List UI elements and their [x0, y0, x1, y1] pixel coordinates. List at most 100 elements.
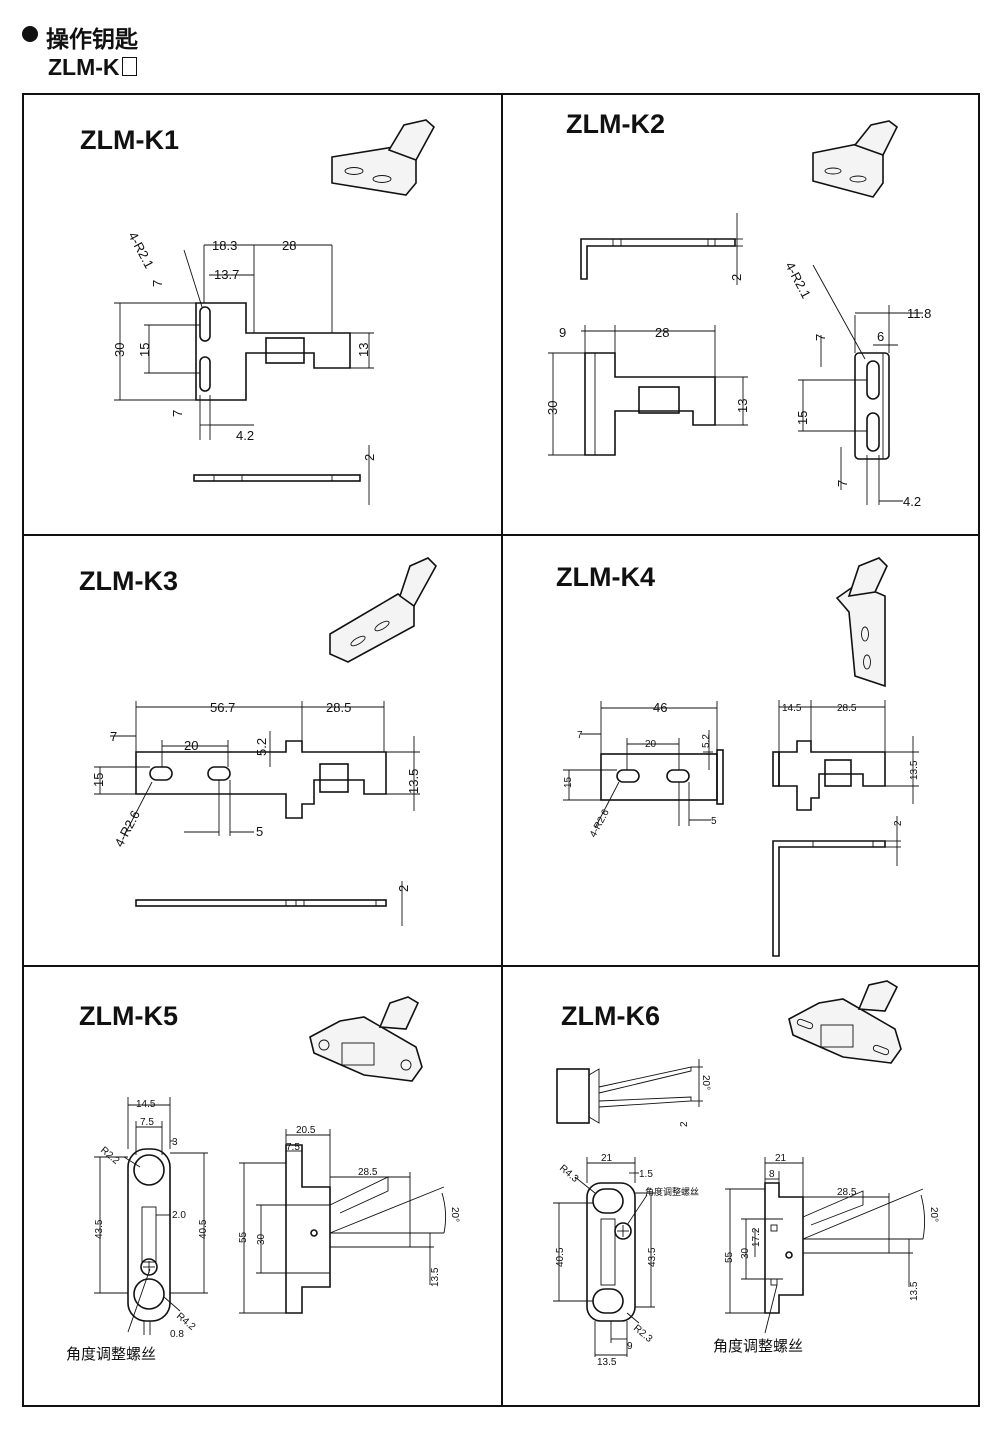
dim-label: 7.5	[286, 1142, 300, 1153]
dim-label: 28	[655, 325, 669, 340]
note-label: 角度调整螺丝	[713, 1337, 803, 1355]
front-view: 46 7 20 5.2 15 4-R2.6 5	[563, 700, 724, 839]
dim-label: 55	[724, 1251, 735, 1263]
dim-label: R2.3	[631, 1323, 655, 1345]
dim-label: 1.5	[639, 1169, 653, 1180]
cell-title: ZLM-K2	[566, 109, 665, 139]
dim-label: 20°	[700, 1075, 711, 1090]
dim-label: 21	[601, 1153, 613, 1164]
grid-divider-row2	[22, 965, 980, 967]
dim-label: 13.5	[909, 1281, 920, 1301]
cell-title: ZLM-K3	[79, 566, 178, 596]
drawing-zlm-k4: 46 7 20 5.2 15 4-R2.6 5 14.5 28.5 13.5	[563, 557, 920, 957]
iso-view	[835, 557, 888, 688]
dim-label: 5.2	[701, 734, 712, 748]
dim-label: 20.5	[296, 1125, 316, 1136]
side-view: 14.5 28.5 13.5	[772, 700, 920, 811]
dim-label: 13	[735, 399, 750, 413]
dim-label: 7.5	[140, 1117, 154, 1128]
dim-label: 4-R2.6	[588, 807, 612, 839]
dim-label: 7	[835, 480, 850, 487]
dim-label: 21	[775, 1153, 787, 1164]
cell-zlm-k1: ZLM-K1	[24, 95, 502, 534]
iso-view	[812, 120, 899, 198]
dim-label: 4-R2.6	[111, 808, 143, 850]
dim-label: 14.5	[782, 703, 802, 714]
dim-label: R4.3	[557, 1163, 581, 1185]
cell-zlm-k3: ZLM-K3	[24, 536, 502, 965]
dim-label: 13.5	[406, 769, 421, 794]
dim-label: 5	[711, 816, 717, 827]
iso-view	[788, 980, 902, 1064]
dim-label: 3	[172, 1137, 178, 1148]
dim-label: 28	[282, 238, 296, 253]
front-view: 9 28 30 13	[545, 325, 750, 456]
dim-label: 4-R2.1	[125, 229, 157, 271]
dim-label: 30	[740, 1247, 751, 1259]
dim-label: 13.5	[909, 760, 920, 780]
side-view: 21 8 28.5 55 30 17.2 20° 13.5 角度调整螺丝	[713, 1153, 939, 1355]
dim-label: 28.5	[326, 700, 351, 715]
side-view: 4-R2.1 11.8 6 7 15 7 4.2	[782, 259, 931, 509]
dim-label: 17.2	[751, 1227, 762, 1247]
dim-label: 40.5	[555, 1247, 566, 1267]
dim-label: 13	[356, 343, 371, 357]
dim-label: 13.5	[597, 1357, 617, 1368]
dim-label: 18.3	[212, 238, 237, 253]
cell-title: ZLM-K6	[561, 1001, 660, 1031]
drawing-zlm-k6: 20° 2	[553, 980, 939, 1368]
dim-label: 7	[170, 410, 185, 417]
drawing-zlm-k3: 56.7 28.5 7 20 5.2 15 13.5 4-R2.6 5 2	[91, 557, 437, 926]
dim-label: 2	[362, 454, 377, 461]
dim-label: 56.7	[210, 700, 235, 715]
dim-label: 15	[91, 773, 106, 787]
dim-label: 11.8	[907, 306, 931, 321]
dim-label: 2	[893, 820, 904, 826]
cell-title: ZLM-K1	[80, 125, 179, 155]
cell-title: ZLM-K5	[79, 1001, 178, 1031]
dim-label: 7	[110, 729, 117, 744]
dim-label: 20	[645, 739, 657, 750]
cell-zlm-k2: ZLM-K2 2	[503, 95, 981, 534]
dim-label: 4.2	[236, 428, 254, 443]
dim-label: 8	[769, 1169, 775, 1180]
side-view: 2	[135, 881, 411, 926]
dim-label: 2	[679, 1121, 690, 1127]
dim-label: 30	[545, 401, 560, 415]
dim-label: 13.7	[214, 267, 239, 282]
top-view: 2	[580, 213, 744, 285]
dim-label: 20	[184, 738, 198, 753]
front-view: 14.5 7.5 3 R2.2 2.0 43.5 40.5 R4.2 0.8 角…	[66, 1097, 209, 1363]
top-view: 20° 2	[556, 1059, 711, 1127]
cell-title: ZLM-K4	[556, 562, 655, 592]
dim-label: 14.5	[136, 1099, 156, 1110]
drawing-zlm-k1: 4-R2.1 18.3 28 13.7 7 30 15 7 13 4.2 2	[112, 119, 436, 505]
dim-label: 0.8	[170, 1329, 184, 1340]
note-label: 角度调整螺丝	[66, 1345, 156, 1363]
dim-label: 15	[137, 343, 152, 357]
page-subtitle: ZLM-K	[48, 54, 137, 81]
dim-label: 6	[877, 329, 884, 344]
dim-label: 30	[112, 343, 127, 357]
side-view: 20.5 7.5 28.5 55 30 20° 13.5	[238, 1125, 460, 1314]
dim-label: 55	[238, 1231, 249, 1243]
dim-label: 20°	[928, 1207, 939, 1222]
dim-label: 5.2	[254, 738, 269, 756]
dim-label: 40.5	[198, 1219, 209, 1239]
dim-label: 7	[577, 730, 583, 741]
bend-view: 2	[772, 816, 904, 957]
drawing-zlm-k5: 14.5 7.5 3 R2.2 2.0 43.5 40.5 R4.2 0.8 角…	[66, 996, 460, 1363]
note-label-small: 角度调整螺丝	[645, 1186, 699, 1198]
dim-label: 43.5	[647, 1247, 658, 1267]
drawing-zlm-k2: 2 9 28 30 13	[545, 120, 931, 509]
front-view: 21 1.5 R4.3 40.5 43.5 R2.3 9 13.5 角度调整螺丝	[553, 1153, 699, 1368]
dim-label: 28.5	[358, 1167, 378, 1178]
dim-label: 20°	[449, 1207, 460, 1222]
grid-divider-row1	[22, 534, 980, 536]
iso-view	[329, 557, 437, 663]
front-view: 4-R2.1 18.3 28 13.7 7 30 15 7 13 4.2	[112, 229, 374, 443]
dim-label: 9	[627, 1341, 633, 1352]
dim-label: 2	[396, 885, 411, 892]
dim-label: 7	[813, 334, 828, 341]
iso-view	[309, 996, 423, 1082]
